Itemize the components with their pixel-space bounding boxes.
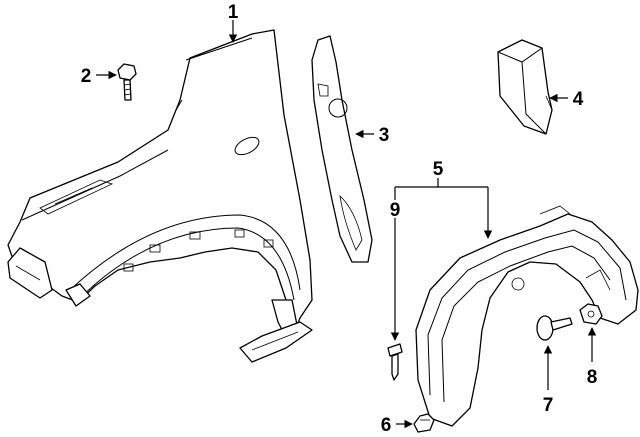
callout-4: 4 bbox=[573, 89, 584, 110]
callout-8: 8 bbox=[587, 367, 598, 388]
bolt-part[interactable] bbox=[117, 63, 137, 101]
fender-liner[interactable] bbox=[415, 205, 639, 427]
insulator-part[interactable] bbox=[311, 35, 373, 263]
callout-3: 3 bbox=[379, 125, 390, 146]
callout-2: 2 bbox=[81, 66, 92, 87]
callout-9: 9 bbox=[390, 200, 401, 221]
callout-5: 5 bbox=[433, 159, 444, 180]
push-pin-part[interactable] bbox=[536, 315, 573, 341]
clip-part-6[interactable] bbox=[413, 413, 435, 433]
rivet-part[interactable] bbox=[387, 343, 403, 381]
bracket-part[interactable] bbox=[497, 39, 553, 135]
fender-panel[interactable] bbox=[7, 29, 313, 363]
callout-6: 6 bbox=[381, 415, 392, 436]
callout-7: 7 bbox=[543, 395, 554, 416]
callout-1: 1 bbox=[228, 2, 239, 23]
clip-nut-part[interactable] bbox=[579, 303, 603, 325]
